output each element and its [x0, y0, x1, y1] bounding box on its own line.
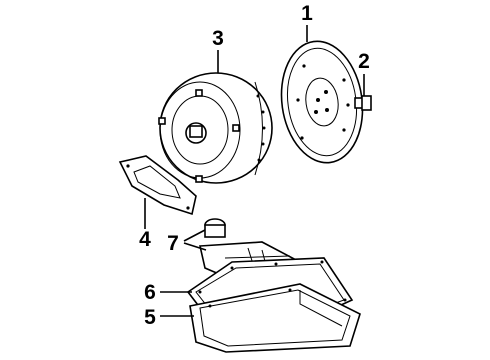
callout-6: 6 — [144, 281, 156, 304]
callout-4: 4 — [139, 228, 151, 251]
gasket — [118, 155, 197, 216]
torque-converter — [158, 72, 273, 184]
callout-7: 7 — [167, 232, 179, 255]
flywheel-bolt — [354, 95, 372, 111]
oil-pan — [189, 283, 361, 353]
callout-5: 5 — [144, 306, 156, 329]
leader-lines — [144, 25, 365, 317]
callout-1: 1 — [301, 2, 313, 25]
callout-2: 2 — [358, 50, 370, 73]
callout-3: 3 — [212, 27, 224, 50]
